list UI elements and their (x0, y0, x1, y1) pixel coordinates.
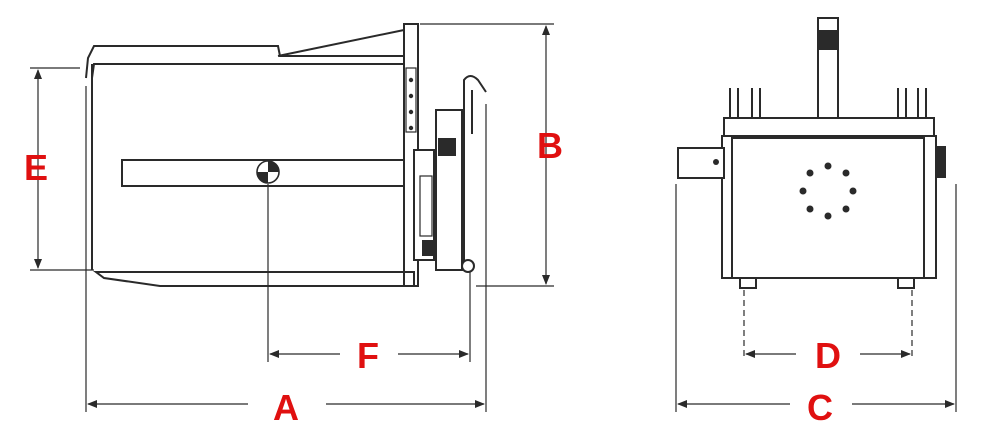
label-c: C (807, 387, 833, 428)
carriage-slot (419, 175, 433, 237)
label-d: D (815, 335, 841, 376)
mast-hole-plate (405, 67, 417, 133)
label-f: F (357, 335, 379, 376)
upper-clamp (438, 138, 456, 156)
right-mount (936, 146, 946, 178)
dimension-a (85, 86, 487, 412)
front-panel (731, 137, 925, 279)
hook-upper (463, 75, 487, 134)
left-foot (739, 277, 757, 289)
pin-icon (461, 259, 475, 273)
mast-clamp (818, 30, 838, 50)
dimension-b (420, 23, 554, 287)
dimension-c (675, 184, 957, 412)
side-view (85, 23, 487, 287)
mount-plate (435, 109, 463, 271)
dimension-d (743, 290, 913, 360)
label-e: E (24, 147, 48, 188)
right-foot (897, 277, 915, 289)
lower-clamp (422, 240, 436, 256)
side-arm-pin (713, 159, 719, 165)
bolt-circle (799, 162, 857, 220)
lower-fork (93, 271, 415, 287)
dimension-e (30, 67, 94, 271)
front-view (677, 17, 946, 289)
top-tine-ramp (277, 28, 405, 57)
center-of-gravity-icon (256, 160, 280, 184)
mast-holes (408, 77, 414, 131)
label-a: A (273, 387, 299, 428)
top-tine (85, 45, 409, 79)
top-posts (729, 88, 927, 118)
dimension-f (267, 184, 471, 362)
carriage-bracket (413, 149, 435, 261)
label-b: B (537, 125, 563, 166)
